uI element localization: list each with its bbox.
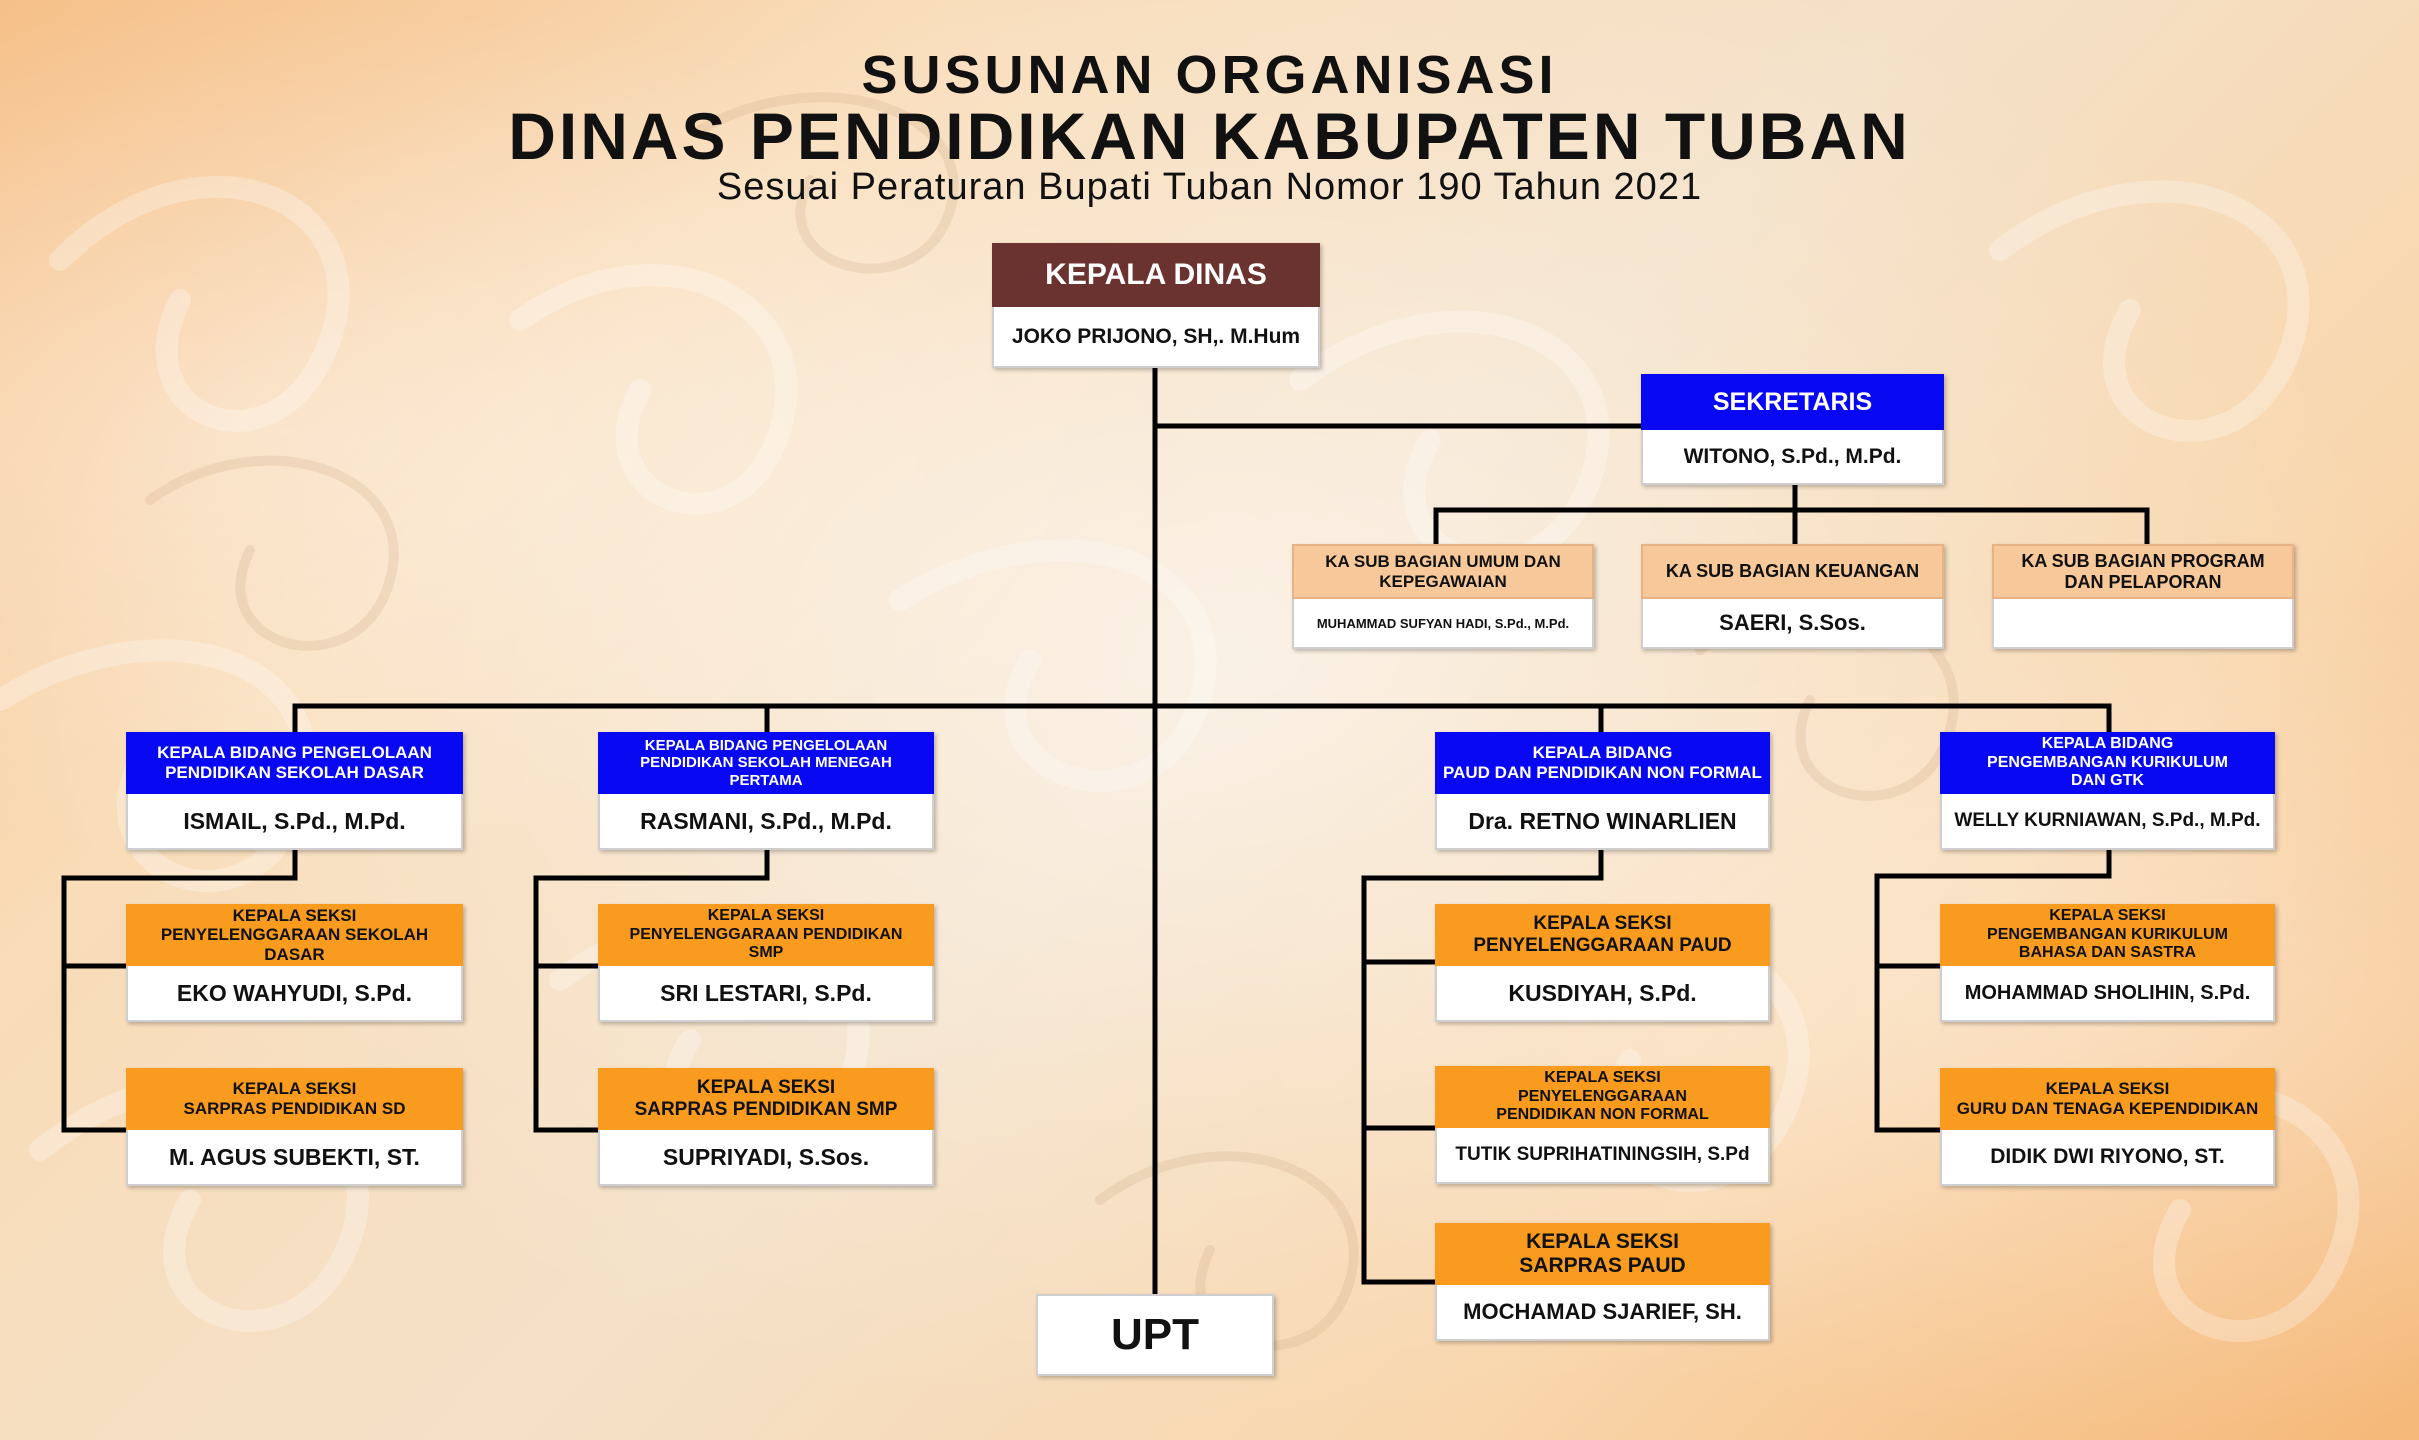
- seksi-paud-sarpras-box: KEPALA SEKSI SARPRAS PAUD MOCHAMAD SJARI…: [1435, 1223, 1770, 1341]
- upt-box: UPT: [1036, 1294, 1274, 1376]
- page-title-line2: DINAS PENDIDIKAN KABUPATEN TUBAN: [508, 99, 1911, 173]
- bidang-gtk-name: WELLY KURNIAWAN, S.Pd., M.Pd.: [1940, 794, 2275, 850]
- sekretaris-box: SEKRETARIS WITONO, S.Pd., M.Pd.: [1641, 374, 1944, 485]
- subbagian-keuangan-name: SAERI, S.Sos.: [1641, 599, 1944, 649]
- seksi-paud-sarpras-name: MOCHAMAD SJARIEF, SH.: [1435, 1285, 1770, 1341]
- kepala-dinas-title: KEPALA DINAS: [992, 243, 1320, 307]
- sekretaris-name: WITONO, S.Pd., M.Pd.: [1641, 430, 1944, 485]
- seksi-paud-penyelenggaraan-title: KEPALA SEKSI PENYELENGGARAAN PAUD: [1435, 904, 1770, 966]
- seksi-smp-penyelenggaraan-title: KEPALA SEKSI PENYELENGGARAAN PENDIDIKAN …: [598, 904, 934, 966]
- seksi-paud-nonformal-name: TUTIK SUPRIHATININGSIH, S.Pd: [1435, 1128, 1770, 1184]
- bidang-sd-name: ISMAIL, S.Pd., M.Pd.: [126, 794, 463, 850]
- seksi-smp-sarpras-box: KEPALA SEKSI SARPRAS PENDIDIKAN SMP SUPR…: [598, 1068, 934, 1186]
- subbagian-program-name: [1992, 599, 2294, 649]
- seksi-sd-sarpras-name: M. AGUS SUBEKTI, ST.: [126, 1130, 463, 1186]
- seksi-paud-penyelenggaraan-name: KUSDIYAH, S.Pd.: [1435, 966, 1770, 1022]
- subbagian-keuangan-box: KA SUB BAGIAN KEUANGAN SAERI, S.Sos.: [1641, 544, 1944, 649]
- seksi-paud-penyelenggaraan-box: KEPALA SEKSI PENYELENGGARAAN PAUD KUSDIY…: [1435, 904, 1770, 1022]
- seksi-sd-penyelenggaraan-title: KEPALA SEKSI PENYELENGGARAAN SEKOLAH DAS…: [126, 904, 463, 966]
- bidang-paud-name: Dra. RETNO WINARLIEN: [1435, 794, 1770, 850]
- seksi-sd-sarpras-title: KEPALA SEKSI SARPRAS PENDIDIKAN SD: [126, 1068, 463, 1130]
- kepala-dinas-box: KEPALA DINAS JOKO PRIJONO, SH,. M.Hum: [992, 243, 1320, 368]
- bidang-sd-title: KEPALA BIDANG PENGELOLAAN PENDIDIKAN SEK…: [126, 732, 463, 794]
- bidang-paud-box: KEPALA BIDANG PAUD DAN PENDIDIKAN NON FO…: [1435, 732, 1770, 850]
- bidang-smp-title: KEPALA BIDANG PENGELOLAAN PENDIDIKAN SEK…: [598, 732, 934, 794]
- seksi-gtk-kurikulum-box: KEPALA SEKSI PENGEMBANGAN KURIKULUM BAHA…: [1940, 904, 2275, 1022]
- bidang-gtk-title: KEPALA BIDANG PENGEMBANGAN KURIKULUM DAN…: [1940, 732, 2275, 794]
- seksi-gtk-guru-box: KEPALA SEKSI GURU DAN TENAGA KEPENDIDIKA…: [1940, 1068, 2275, 1186]
- kepala-dinas-name: JOKO PRIJONO, SH,. M.Hum: [992, 307, 1320, 368]
- subbagian-umum-title: KA SUB BAGIAN UMUM DAN KEPEGAWAIAN: [1292, 544, 1594, 599]
- bidang-sd-box: KEPALA BIDANG PENGELOLAAN PENDIDIKAN SEK…: [126, 732, 463, 850]
- seksi-sd-sarpras-box: KEPALA SEKSI SARPRAS PENDIDIKAN SD M. AG…: [126, 1068, 463, 1186]
- seksi-gtk-kurikulum-title: KEPALA SEKSI PENGEMBANGAN KURIKULUM BAHA…: [1940, 904, 2275, 966]
- bidang-smp-box: KEPALA BIDANG PENGELOLAAN PENDIDIKAN SEK…: [598, 732, 934, 850]
- subbagian-umum-box: KA SUB BAGIAN UMUM DAN KEPEGAWAIAN MUHAM…: [1292, 544, 1594, 649]
- bidang-gtk-box: KEPALA BIDANG PENGEMBANGAN KURIKULUM DAN…: [1940, 732, 2275, 850]
- sekretaris-title: SEKRETARIS: [1641, 374, 1944, 430]
- seksi-smp-penyelenggaraan-name: SRI LESTARI, S.Pd.: [598, 966, 934, 1022]
- subbagian-keuangan-title: KA SUB BAGIAN KEUANGAN: [1641, 544, 1944, 599]
- seksi-smp-penyelenggaraan-box: KEPALA SEKSI PENYELENGGARAAN PENDIDIKAN …: [598, 904, 934, 1022]
- seksi-gtk-guru-name: DIDIK DWI RIYONO, ST.: [1940, 1130, 2275, 1186]
- subbagian-umum-name: MUHAMMAD SUFYAN HADI, S.Pd., M.Pd.: [1292, 599, 1594, 649]
- seksi-smp-sarpras-title: KEPALA SEKSI SARPRAS PENDIDIKAN SMP: [598, 1068, 934, 1130]
- bidang-smp-name: RASMANI, S.Pd., M.Pd.: [598, 794, 934, 850]
- seksi-sd-penyelenggaraan-box: KEPALA SEKSI PENYELENGGARAAN SEKOLAH DAS…: [126, 904, 463, 1022]
- seksi-smp-sarpras-name: SUPRIYADI, S.Sos.: [598, 1130, 934, 1186]
- seksi-gtk-kurikulum-name: MOHAMMAD SHOLIHIN, S.Pd.: [1940, 966, 2275, 1022]
- page-subtitle: Sesuai Peraturan Bupati Tuban Nomor 190 …: [716, 166, 1703, 208]
- bidang-paud-title: KEPALA BIDANG PAUD DAN PENDIDIKAN NON FO…: [1435, 732, 1770, 794]
- subbagian-program-box: KA SUB BAGIAN PROGRAM DAN PELAPORAN: [1992, 544, 2294, 649]
- seksi-sd-penyelenggaraan-name: EKO WAHYUDI, S.Pd.: [126, 966, 463, 1022]
- subbagian-program-title: KA SUB BAGIAN PROGRAM DAN PELAPORAN: [1992, 544, 2294, 599]
- seksi-paud-nonformal-title: KEPALA SEKSI PENYELENGGARAAN PENDIDIKAN …: [1435, 1066, 1770, 1128]
- seksi-paud-nonformal-box: KEPALA SEKSI PENYELENGGARAAN PENDIDIKAN …: [1435, 1066, 1770, 1184]
- seksi-gtk-guru-title: KEPALA SEKSI GURU DAN TENAGA KEPENDIDIKA…: [1940, 1068, 2275, 1130]
- seksi-paud-sarpras-title: KEPALA SEKSI SARPRAS PAUD: [1435, 1223, 1770, 1285]
- page-title-line1: SUSUNAN ORGANISASI: [861, 45, 1558, 105]
